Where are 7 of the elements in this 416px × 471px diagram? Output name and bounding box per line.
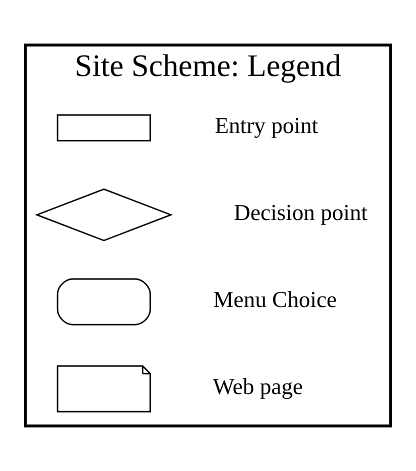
legend-label: Web page xyxy=(212,374,303,400)
node-box xyxy=(56,114,151,142)
legend-label: Entry point xyxy=(214,113,318,138)
node-diamond xyxy=(34,188,173,242)
node-rounded xyxy=(56,278,151,326)
legend-label: Menu Choice xyxy=(213,287,337,312)
legend-label: Decision point xyxy=(234,200,368,226)
